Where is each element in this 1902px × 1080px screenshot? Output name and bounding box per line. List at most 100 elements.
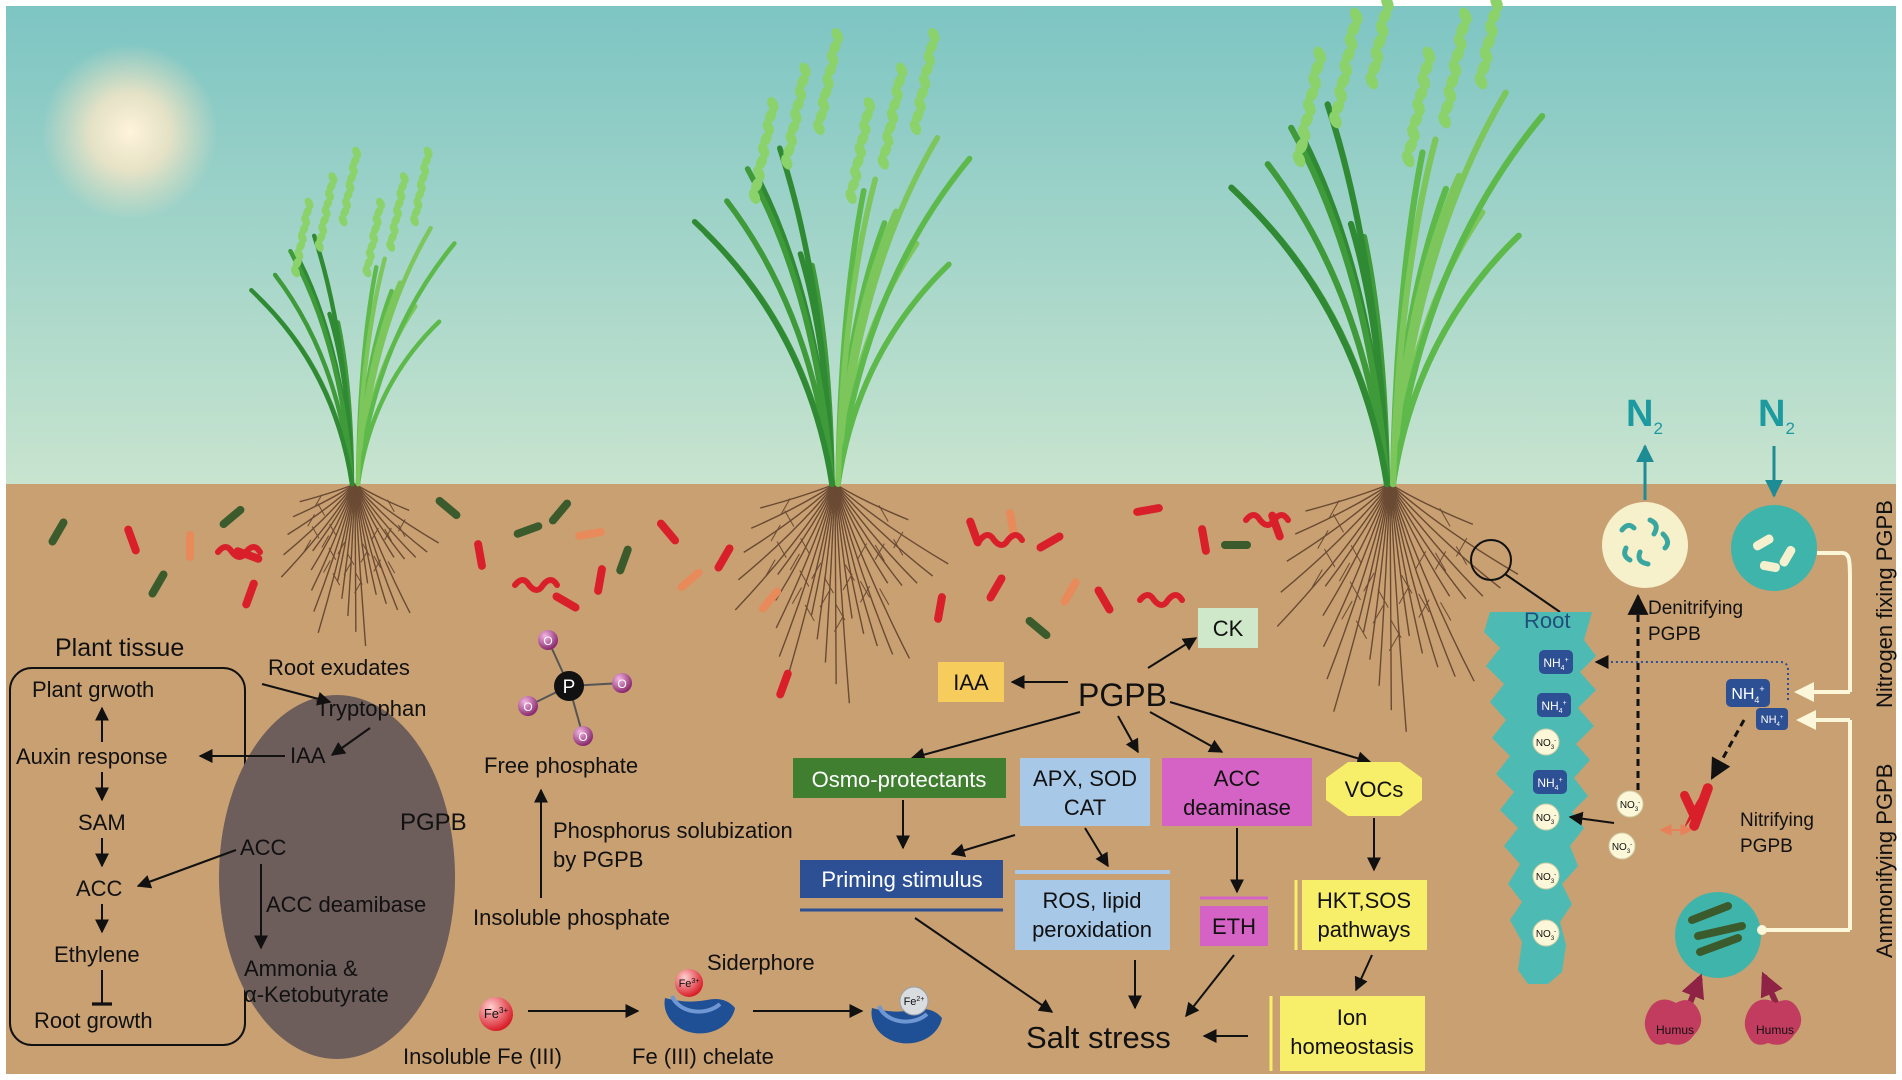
ros-box	[1015, 880, 1170, 950]
acc-deaminase-label-1: ACC	[1214, 766, 1261, 791]
salt-stress-label: Salt stress	[1026, 1020, 1171, 1055]
oxygen-atom: O	[518, 696, 538, 716]
iaa-box	[938, 662, 1004, 702]
acc-label-left: ACC	[76, 876, 123, 901]
pgpb-center-label: PGPB	[1078, 677, 1167, 713]
root-exudates-label: Root exudates	[268, 655, 410, 680]
osmo-protectants-box	[793, 758, 1006, 798]
svg-text:Fe2+: Fe2+	[904, 996, 925, 1008]
eth-box	[1200, 906, 1268, 946]
svg-text:N2: N2	[1626, 393, 1663, 438]
svg-text:P: P	[563, 677, 576, 698]
pgpb-to-osmo-arrow	[910, 711, 1081, 762]
svg-text:N2: N2	[1758, 393, 1795, 438]
pgpb-to-ck-arrow	[1147, 637, 1198, 669]
eth-to-salt-arrow	[1185, 954, 1235, 1018]
ion-homeostasis-box	[1280, 996, 1425, 1071]
apx-to-priming-arrow	[950, 834, 1016, 858]
ck-box	[1198, 608, 1258, 648]
root-growth-label: Root growth	[34, 1008, 153, 1033]
pgpb-to-acc-arrow	[1149, 711, 1224, 753]
acc-deaminase-box	[1162, 758, 1312, 826]
svg-text:Humus: Humus	[1756, 1023, 1794, 1037]
sam-label: SAM	[78, 810, 126, 835]
phosphorus-atom: P	[554, 671, 584, 701]
plant-tissue-section: Plant tissue PGPB Root exudates Tryptoph…	[9, 634, 467, 1059]
ros-label-1: ROS, lipid	[1042, 888, 1141, 913]
acc-label-pgpb: ACC	[240, 835, 287, 860]
fe-chelate-label: Fe (III) chelate	[632, 1044, 774, 1069]
oxygen-atom: O	[538, 630, 558, 650]
acc-deamibase-label: ACC deamibase	[266, 892, 426, 917]
fe3-ion: Fe3+	[479, 997, 513, 1031]
ck-box-label: CK	[1213, 616, 1244, 641]
pgpb-acc-to-acc-arrow	[136, 849, 237, 889]
svg-text:O: O	[543, 634, 552, 648]
iaa-label-tissue: IAA	[290, 743, 326, 768]
hkt-sos-box	[1302, 880, 1427, 950]
exudates-to-tryptophan-arrow	[261, 683, 332, 706]
tryptophan-label: Tryptophan	[316, 696, 426, 721]
osmo-protectants-label: Osmo-protectants	[812, 767, 987, 792]
sun	[42, 44, 218, 220]
vocs-octagon	[1326, 762, 1422, 816]
siderophore-fe2-complex: Fe2+	[871, 986, 942, 1044]
phosphorus-solubilization-label-2: by PGPB	[553, 847, 643, 872]
rice-plant-medium	[691, 28, 973, 704]
apx-sod-cat-box	[1020, 758, 1150, 826]
pgpb-ellipse	[219, 695, 455, 1059]
nitrogen-fixing-pgpb: N2	[1731, 393, 1852, 702]
siderphore-label: Siderphore	[707, 950, 815, 975]
root-label: Root	[1524, 608, 1570, 633]
no3-to-root-arrow	[1568, 811, 1615, 826]
ammonifying-pgpb: Humus Humus	[1644, 710, 1852, 1045]
svg-text:O: O	[523, 700, 532, 714]
hkt-label-1: HKT,SOS	[1317, 888, 1411, 913]
tryptophan-to-iaa-arrow	[330, 727, 371, 756]
ketobutyrate-label: α-Ketobutyrate	[244, 982, 389, 1007]
denitrifying-label-2: PGPB	[1648, 624, 1701, 645]
siderophore-fe3-complex: Fe3+	[664, 969, 735, 1034]
ion-label-2: homeostasis	[1290, 1034, 1414, 1059]
svg-text:Humus: Humus	[1656, 1023, 1694, 1037]
ethylene-label: Ethylene	[54, 942, 140, 967]
oxygen-atom: O	[612, 673, 632, 693]
eth-label: ETH	[1212, 914, 1256, 939]
soil-bacteria	[48, 496, 1291, 699]
apx-sod-label: APX, SOD	[1033, 766, 1137, 791]
insoluble-fe-label: Insoluble Fe (III)	[403, 1044, 562, 1069]
hkt-to-ion-arrow	[1354, 954, 1373, 992]
sky	[6, 6, 1896, 484]
acc-deaminase-label-2: deaminase	[1183, 795, 1291, 820]
cat-label: CAT	[1064, 795, 1106, 820]
denitrifying-pgpb: N2	[1602, 393, 1688, 588]
phosphate-section: O O O O P Free phosphate Phosphorus solu…	[473, 630, 793, 930]
nitrifying-label-2: PGPB	[1740, 836, 1793, 857]
nitrogen-fixing-label: Nitrogen fixing PGPB	[1872, 500, 1897, 708]
oxygen-atom: O	[573, 726, 593, 746]
priming-stimulus-box	[800, 860, 1003, 898]
priming-to-salt-arrow	[914, 917, 1054, 1013]
nitrogen-section: Root NH4+NH4+NO3-NH4+NO3-NO3-NO3-NO3-NO3…	[1470, 393, 1897, 1045]
nitrifying-label-1: Nitrifying	[1740, 810, 1814, 831]
rice-plant-small	[249, 146, 457, 647]
nitrifying-pgpb	[1680, 783, 1713, 831]
iaa-box-label: IAA	[953, 670, 989, 695]
root-ions: NH4+NH4+NO3-NH4+NO3-NO3-NO3-NO3-NO3-NH4+…	[1532, 650, 1788, 947]
auxin-response-label: Auxin response	[16, 744, 168, 769]
ion-label-1: Ion	[1337, 1005, 1368, 1030]
free-phosphate-label: Free phosphate	[484, 753, 638, 778]
hkt-label-2: pathways	[1318, 917, 1411, 942]
ammonifying-label: Ammonifying PGPB	[1872, 764, 1897, 958]
pgpb-to-vocs-arrow	[1169, 701, 1372, 766]
ros-label-2: peroxidation	[1032, 917, 1152, 942]
svg-text:Fe3+: Fe3+	[484, 1006, 509, 1021]
iron-section: Fe3+ Insoluble Fe (III) Fe3+ Siderphore …	[403, 950, 942, 1069]
insoluble-phosphate-label: Insoluble phosphate	[473, 905, 670, 930]
svg-text:Fe3+: Fe3+	[679, 978, 700, 990]
denitrifying-label-1: Denitrifying	[1648, 598, 1743, 619]
pgpb-to-apx-arrow	[1117, 715, 1139, 754]
plant-tissue-title: Plant tissue	[55, 634, 184, 662]
plant-growth-label: Plant grwoth	[32, 677, 154, 702]
